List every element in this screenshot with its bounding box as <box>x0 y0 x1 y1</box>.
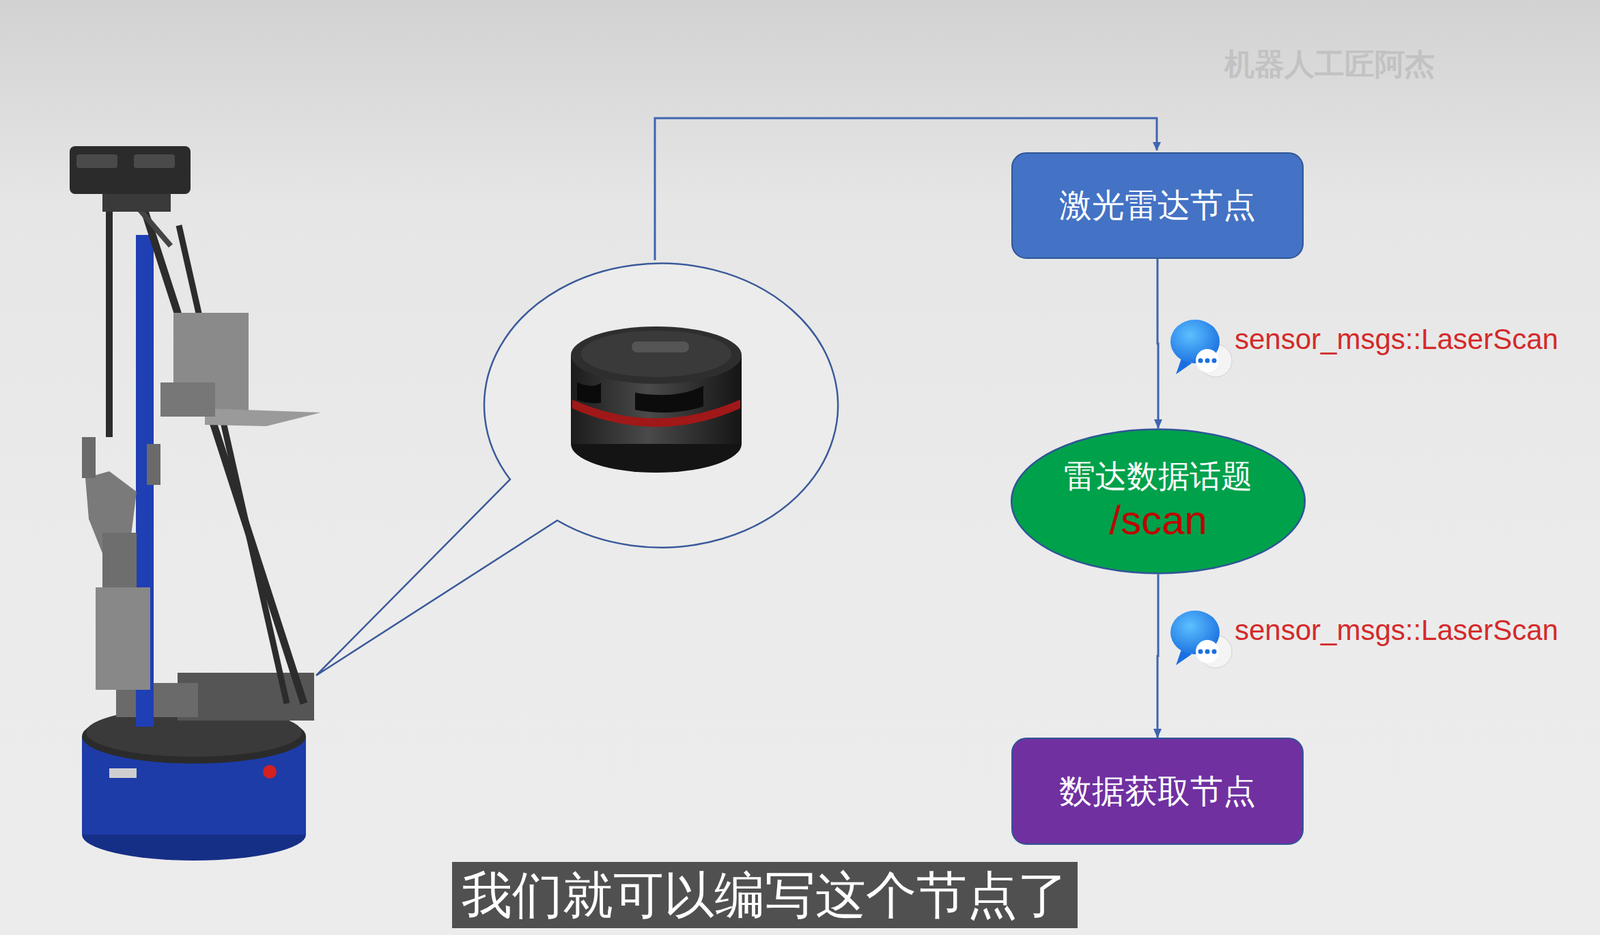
message-icon <box>1170 319 1232 377</box>
robot-illustration <box>69 146 321 861</box>
node-title: 激光雷达节点 <box>1059 185 1256 226</box>
process-box: 数据获取节点 <box>1011 737 1304 845</box>
topic-title: 雷达数据话题 <box>1063 457 1253 496</box>
message-icon <box>1170 610 1232 668</box>
node-title: 数据获取节点 <box>1059 771 1256 812</box>
flow-arrow <box>1157 258 1159 429</box>
lidar-illustration <box>570 326 742 473</box>
message-type-label: sensor_msgs::LaserScan <box>1234 613 1559 648</box>
process-box: 激光雷达节点 <box>1011 152 1304 259</box>
subtitle: 我们就可以编写这个节点了 <box>452 861 1078 929</box>
callout-bubble <box>316 263 838 676</box>
message-type-label: sensor_msgs::LaserScan <box>1234 322 1559 357</box>
flow-arrow <box>1157 574 1159 738</box>
topic-ellipse: 雷达数据话题/scan <box>1009 428 1307 575</box>
watermark: 机器人工匠阿杰 <box>1224 46 1435 83</box>
topic-name: /scan <box>1109 495 1207 545</box>
